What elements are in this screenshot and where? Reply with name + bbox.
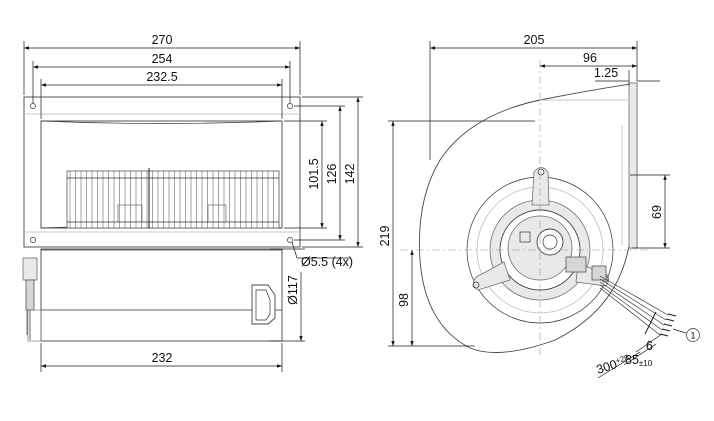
cable-gland [22, 257, 38, 340]
front-view: 270 254 232.5 101.5 126 142 Ø5.5 (4x) [22, 33, 363, 372]
dim-flange-thickness: 1.25 [594, 66, 618, 80]
dim-center-height: 98 [397, 293, 411, 307]
dim-lead-300: 300+20 [595, 353, 633, 377]
dim-width-holes: 254 [152, 52, 173, 66]
callout-circle [686, 328, 700, 342]
dim-motor-diameter: Ø117 [286, 275, 300, 305]
dim-side-width: 205 [524, 33, 545, 47]
dim-lead-85-value: 85 [625, 353, 639, 367]
side-view: 205 96 1.25 69 219 98 6 85±10 300+20 [378, 33, 700, 379]
impeller-blades [66, 168, 280, 229]
callout-number: 1 [690, 331, 695, 341]
dim-lead-300-tol: +20 [614, 353, 630, 366]
dim-outlet-height: 69 [650, 205, 664, 219]
mount-hole [30, 237, 36, 243]
dim-lead-6: 6 [646, 339, 653, 353]
dim-width-overall: 270 [152, 33, 173, 47]
dim-width-inner: 232.5 [146, 70, 177, 84]
mount-hole [287, 237, 293, 243]
dim-side-height: 219 [378, 226, 392, 247]
dim-hole-spec: Ø5.5 (4x) [301, 255, 353, 269]
dim-lead-85-tol: ±10 [639, 359, 653, 368]
dim-lead-85: 85±10 [625, 353, 653, 368]
dim-height-holes: 126 [325, 164, 339, 185]
support-arm [473, 261, 511, 291]
mount-hole [30, 103, 36, 109]
dim-height-opening: 101.5 [307, 158, 321, 189]
dim-width-bottom: 232 [152, 351, 173, 365]
dim-lead-300-value: 300 [595, 357, 619, 377]
dim-center-offset: 96 [583, 51, 597, 65]
motor-housing [40, 248, 283, 342]
support-arm [531, 167, 550, 206]
mount-hole [287, 103, 293, 109]
dim-height-overall: 142 [343, 164, 357, 185]
